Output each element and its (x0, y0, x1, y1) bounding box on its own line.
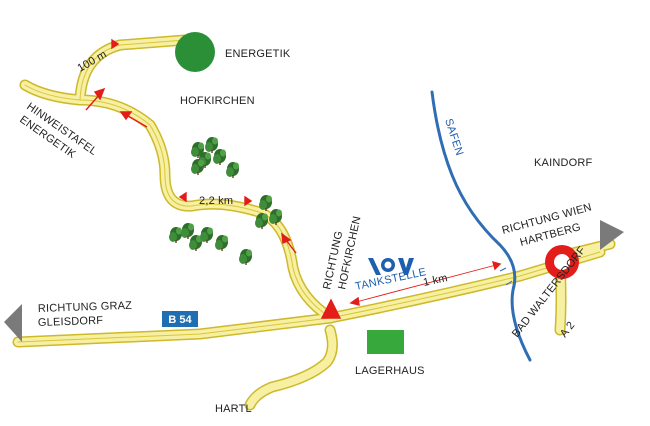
label-kaindorf: KAINDORF (534, 157, 593, 169)
lagerhaus-marker (367, 330, 404, 354)
label-energetik: ENERGETIK (225, 48, 291, 60)
arrow-east-icon (600, 220, 624, 250)
bridge-marks (499, 267, 513, 286)
roundabout-marker (545, 245, 579, 279)
river-safen (430, 90, 532, 362)
warning-triangle-icon (320, 298, 342, 319)
label-richtung-graz-2: GLEISDORF (38, 315, 104, 329)
label-distance-1km: 1 km (422, 272, 449, 289)
arrow-west-icon (4, 304, 22, 342)
b54-badge (162, 311, 198, 327)
energetik-marker (175, 32, 215, 72)
label-hofkirchen: HOFKIRCHEN (180, 95, 255, 107)
label-hartl: HARTL (215, 403, 252, 415)
route-arrows (85, 38, 502, 319)
label-lagerhaus: LAGERHAUS (355, 365, 425, 377)
b54-label: B 54 (168, 314, 192, 326)
label-river-safen: SAFEN (442, 117, 465, 157)
forest-north (191, 137, 239, 178)
label-distance-2-2km: 2,2 km (199, 195, 233, 207)
omv-logo (368, 258, 414, 275)
label-richtung-graz-1: RICHTUNG GRAZ (38, 300, 133, 315)
